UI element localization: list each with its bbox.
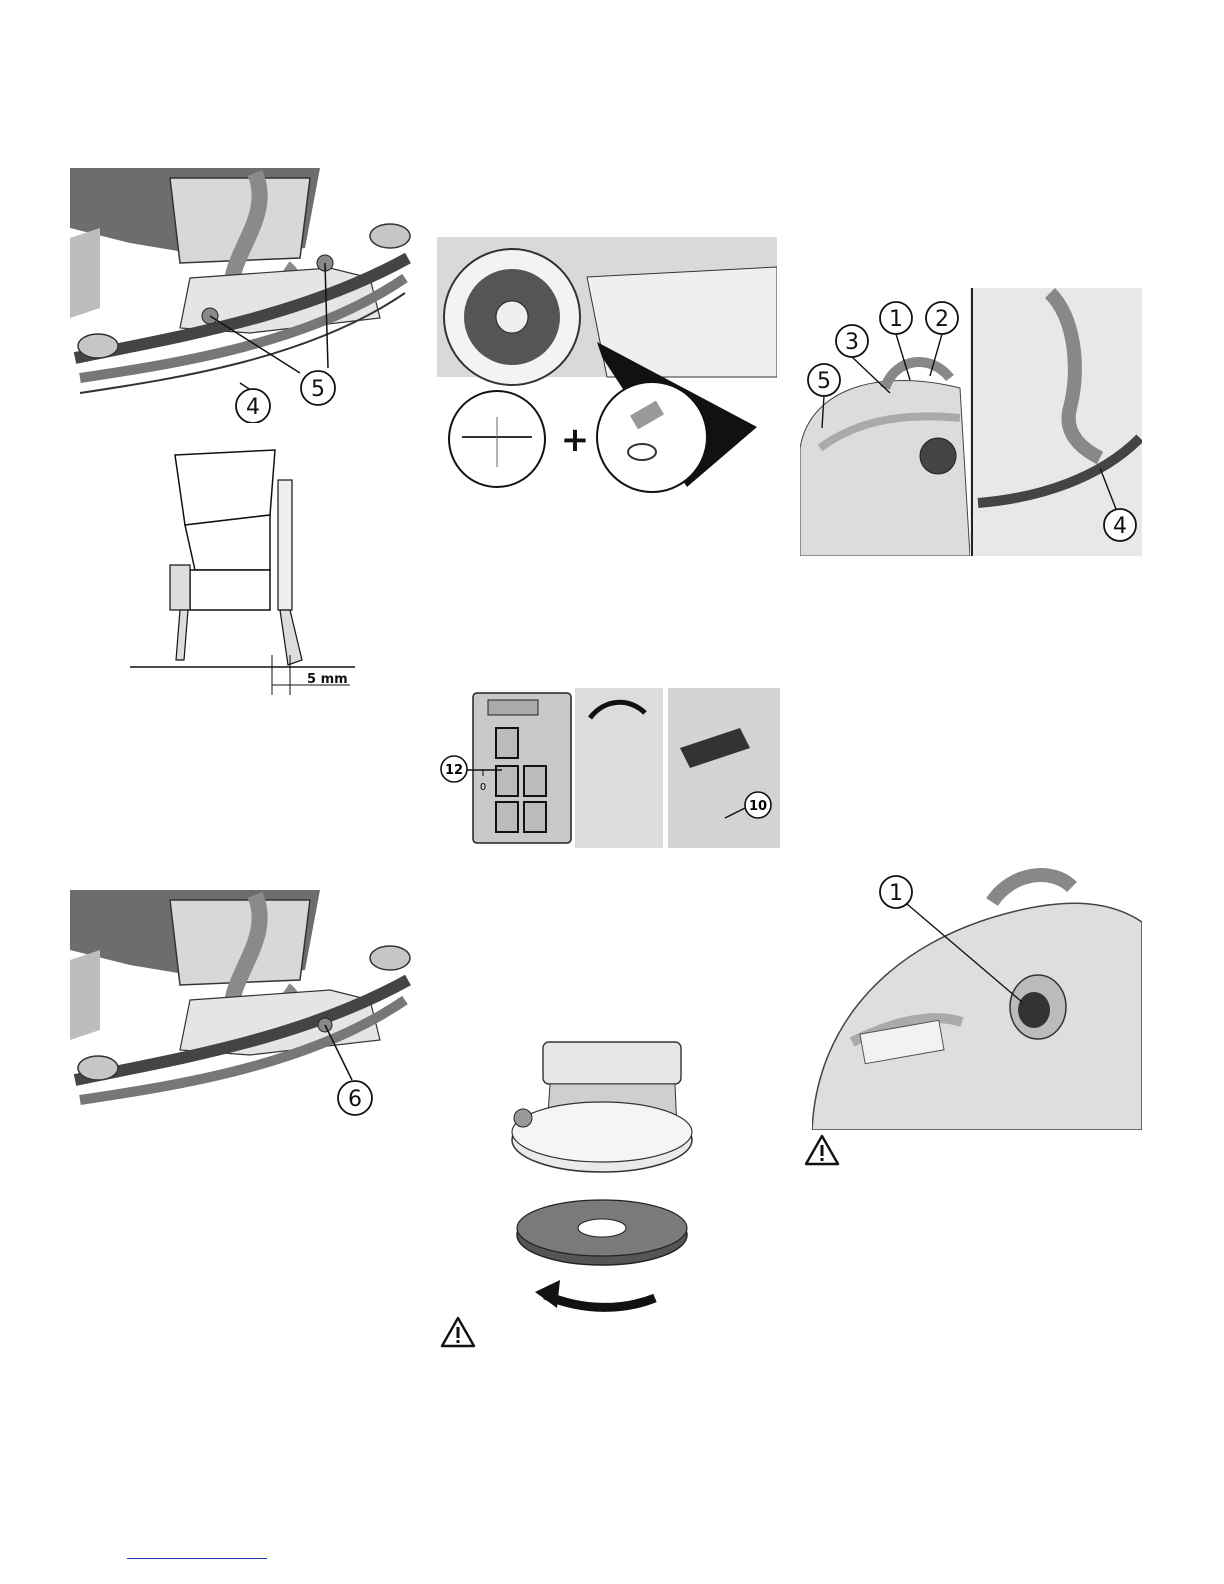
callout-label: 12	[445, 763, 463, 778]
brush-head-drawing	[505, 1040, 700, 1315]
section-drawing: 5 mm	[130, 445, 355, 700]
tank-lid-figure: 1 2 3 5 4	[800, 288, 1142, 556]
wheel-pin-figure: +	[437, 237, 777, 497]
callout-label: 4	[246, 395, 260, 420]
squeegee-assembly-drawing: 4 5	[70, 168, 415, 423]
callout-label: 3	[845, 330, 859, 355]
squeegee-assembly-figure-bottom: 6	[70, 890, 415, 1130]
footer-rule	[127, 1558, 267, 1559]
squeegee-assembly-figure-top: 4 5	[70, 168, 415, 423]
warning-triangle-icon	[804, 1134, 840, 1166]
callout-label: 1	[889, 307, 903, 332]
wheel-pin-drawing: +	[437, 237, 777, 497]
callout-label: 2	[935, 307, 949, 332]
brush-head-figure	[505, 1040, 700, 1315]
callout-label: 10	[749, 799, 767, 814]
control-panel-drawing: I 0 12 10	[440, 688, 780, 848]
tank-lid-drawing: 1 2 3 5 4	[800, 288, 1142, 556]
callout-label: 1	[889, 881, 903, 906]
switch-off-label: 0	[480, 782, 486, 793]
tank-body-drawing: 1	[812, 862, 1142, 1130]
dimension-label: 5 mm	[307, 672, 348, 687]
plus-sign: +	[561, 420, 590, 460]
squeegee-section-diagram: 5 mm	[130, 445, 355, 700]
control-panel-figure: I 0 12 10	[440, 688, 780, 848]
callout-label: 5	[817, 369, 831, 394]
squeegee-assembly-drawing-2: 6	[70, 890, 415, 1130]
tank-body-figure: 1	[812, 862, 1142, 1130]
callout-label: 4	[1113, 514, 1127, 539]
warning-triangle-icon	[440, 1316, 476, 1348]
callout-label: 5	[311, 377, 325, 402]
callout-label: 6	[348, 1087, 362, 1112]
